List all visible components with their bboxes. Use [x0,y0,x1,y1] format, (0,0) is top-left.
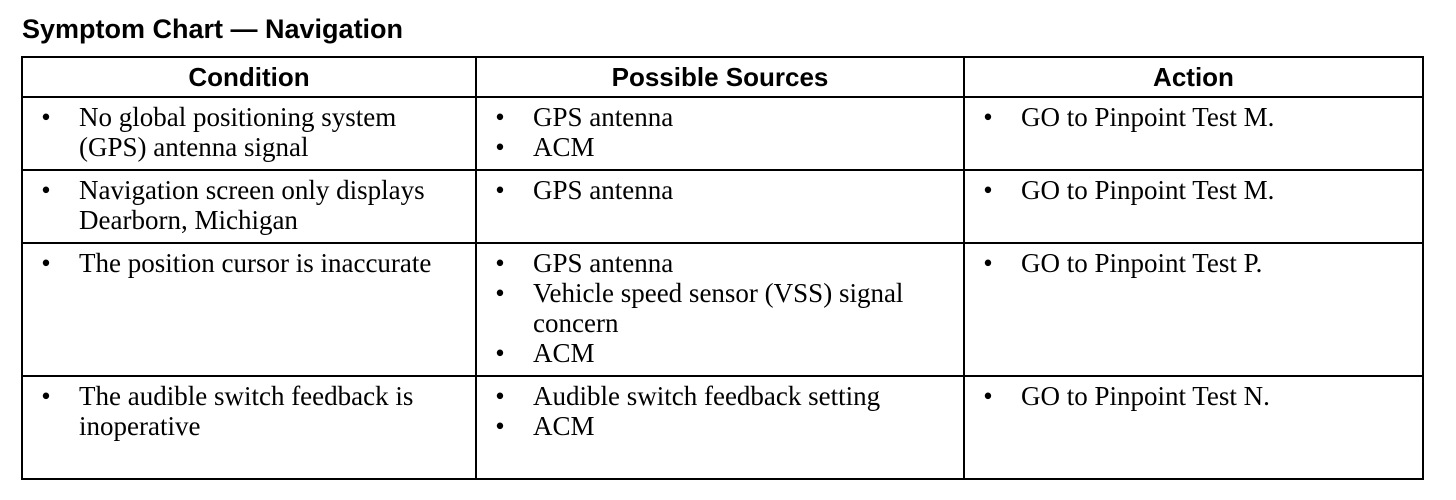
bullet-icon: • [495,132,505,162]
list-item: • GPS antenna [485,175,955,205]
sources-cell: • GPS antenna • ACM [475,96,965,171]
bullet-icon: • [41,175,51,205]
source-text: GPS antenna [533,248,674,278]
condition-text: The position cursor is inaccurate [79,248,432,278]
action-cell: • GO to Pinpoint Test M. [963,96,1424,171]
list-item: • Vehicle speed sensor (VSS) signal conce… [485,278,955,338]
bullet-icon: • [495,175,505,205]
column-header-condition: Condition [21,56,477,98]
condition-text: The audible switch feedback is inoperati… [79,381,414,441]
condition-cell: • No global positioning system (GPS) ante… [21,96,477,171]
source-text: ACM [533,411,595,441]
list-item: • GO to Pinpoint Test P. [973,248,1414,278]
list-item: • ACM [485,411,955,441]
condition-text: Navigation screen only displays Dearborn… [79,175,425,235]
list-item: • No global positioning system (GPS) ante… [31,102,467,162]
list-item: • ACM [485,132,955,162]
list-item: • GPS antenna [485,102,955,132]
bullet-icon: • [983,175,993,205]
bullet-icon: • [495,278,505,308]
condition-cell: • The audible switch feedback is inoperat… [21,375,477,480]
table-row: • Navigation screen only displays Dearbor… [21,169,1424,244]
bullet-icon: • [495,102,505,132]
list-item: • Navigation screen only displays Dearbor… [31,175,467,235]
source-text: ACM [533,132,595,162]
action-cell: • GO to Pinpoint Test M. [963,169,1424,244]
bullet-icon: • [41,102,51,132]
bullet-icon: • [495,381,505,411]
action-cell: • GO to Pinpoint Test P. [963,242,1424,377]
action-text: GO to Pinpoint Test M. [1021,102,1275,132]
sources-cell: • Audible switch feedback setting • ACM [475,375,965,480]
action-text: GO to Pinpoint Test N. [1021,381,1270,411]
condition-cell: • Navigation screen only displays Dearbor… [21,169,477,244]
sources-cell: • GPS antenna [475,169,965,244]
action-cell: • GO to Pinpoint Test N. [963,375,1424,480]
column-header-action: Action [963,56,1424,98]
bullet-icon: • [495,338,505,368]
bullet-icon: • [495,248,505,278]
page-title: Symptom Chart — Navigation [22,14,404,44]
list-item: • The position cursor is inaccurate [31,248,467,278]
bullet-icon: • [983,248,993,278]
bullet-icon: • [983,102,993,132]
list-item: • GPS antenna [485,248,955,278]
bullet-icon: • [41,248,51,278]
list-item: • GO to Pinpoint Test M. [973,102,1414,132]
source-text: ACM [533,338,595,368]
column-header-possible-sources: Possible Sources [475,56,965,98]
list-item: • Audible switch feedback setting [485,381,955,411]
symptom-chart-table: Condition Possible Sources Action • No gl… [21,56,1424,480]
bullet-icon: • [41,381,51,411]
bullet-icon: • [495,411,505,441]
condition-cell: • The position cursor is inaccurate [21,242,477,377]
source-text: GPS antenna [533,175,674,205]
source-text: GPS antenna [533,102,674,132]
table-row: • No global positioning system (GPS) ante… [21,96,1424,171]
condition-text: No global positioning system (GPS) anten… [79,102,397,162]
source-text: Audible switch feedback setting [533,381,881,411]
sources-cell: • GPS antenna • Vehicle speed sensor (VSS)… [475,242,965,377]
list-item: • GO to Pinpoint Test M. [973,175,1414,205]
action-text: GO to Pinpoint Test M. [1021,175,1275,205]
list-item: • ACM [485,338,955,368]
action-text: GO to Pinpoint Test P. [1021,248,1263,278]
table-row: • The audible switch feedback is inoperat… [21,375,1424,480]
source-text: Vehicle speed sensor (VSS) signal concer… [533,278,904,338]
bullet-icon: • [983,381,993,411]
table-row: • The position cursor is inaccurate • GPS … [21,242,1424,377]
list-item: • GO to Pinpoint Test N. [973,381,1414,411]
header-row: Condition Possible Sources Action [21,56,1424,98]
list-item: • The audible switch feedback is inoperat… [31,381,467,441]
